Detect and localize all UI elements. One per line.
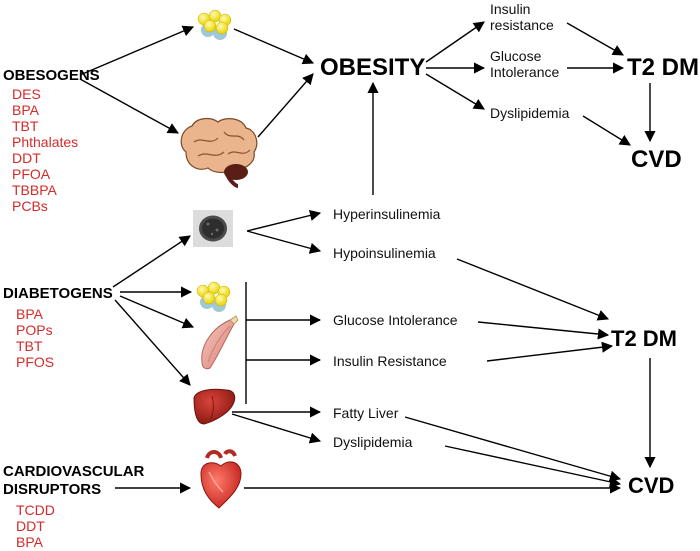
- chemical-item: DDT: [16, 518, 45, 534]
- chemical-item: BPA: [16, 534, 43, 550]
- chemical-item: BPA: [12, 102, 39, 118]
- effect-fatty-liver: Fatty Liver: [333, 405, 399, 421]
- effect-hypoinsulinemia: Hypoinsulinemia: [333, 245, 436, 261]
- liver-icon: [193, 388, 236, 425]
- chemical-item: TBT: [16, 338, 43, 354]
- obesogens-chemical-list: DES BPA TBT Phthalates DDT PFOA TBBPA PC…: [12, 86, 78, 214]
- chemical-item: TCDD: [16, 502, 55, 518]
- effect-hyperinsulinemia: Hyperinsulinemia: [333, 206, 441, 222]
- chemical-item: DES: [12, 86, 41, 102]
- cvd-top-label: CVD: [631, 146, 682, 173]
- brain-icon: [180, 117, 258, 188]
- pancreatic-islet-icon: [193, 210, 233, 247]
- chemical-item: POPs: [16, 322, 53, 338]
- chemical-item: TBBPA: [12, 182, 57, 198]
- adipocytes-icon-lower: [196, 281, 231, 312]
- muscle-icon: [201, 315, 239, 370]
- effect-dyslipidemia-top: Dyslipidemia: [490, 105, 570, 121]
- obesity-label: OBESITY: [320, 54, 426, 81]
- t2dm-mid-label: T2 DM: [611, 326, 677, 351]
- chemical-item: BPA: [16, 306, 43, 322]
- effect-insulin-resistance-top: Insulin resistance: [490, 1, 554, 33]
- adipocytes-icon: [197, 9, 232, 40]
- cardiovascular-title-line2: DISRUPTORS: [3, 481, 102, 498]
- chemical-item: DDT: [12, 150, 41, 166]
- obesogens-title: OBESOGENS: [3, 67, 100, 84]
- effect-dyslipidemia-bottom: Dyslipidemia: [333, 434, 413, 450]
- chemical-item: TBT: [12, 118, 39, 134]
- effect-glucose-intolerance-mid: Glucose Intolerance: [333, 312, 458, 328]
- chemical-item: PFOA: [12, 166, 51, 182]
- chemical-item: PCBs: [12, 198, 48, 214]
- cardiovascular-title-line1: CARDIOVASCULAR: [3, 463, 145, 480]
- chemical-item: PFOS: [16, 354, 55, 370]
- chemical-item: Phthalates: [12, 134, 79, 150]
- effect-insulin-resistance-mid: Insulin Resistance: [333, 353, 447, 369]
- cvd-bottom-label: CVD: [628, 473, 675, 498]
- heart-icon: [200, 449, 242, 509]
- effect-glucose-intolerance-top: Glucose Intolerance: [490, 48, 560, 80]
- cardiovascular-chemical-list: TCDD DDT BPA: [16, 502, 55, 550]
- t2dm-top-label: T2 DM: [627, 54, 699, 81]
- diabetogens-chemical-list: BPA POPs TBT PFOS: [16, 306, 54, 370]
- diabetogens-title: DIABETOGENS: [3, 285, 113, 302]
